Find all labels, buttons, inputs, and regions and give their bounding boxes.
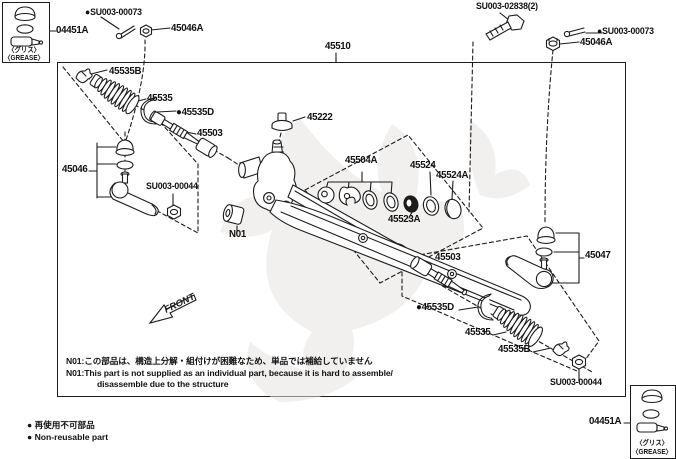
legend-non-reusable-jp: ● 再使用不可部品: [27, 420, 95, 430]
bellows-boot-left: [89, 74, 140, 115]
part-label-45503-left[interactable]: 45503: [197, 128, 223, 139]
cap-45524a: [444, 198, 462, 220]
lock-nut-right-icon: [571, 354, 587, 370]
bushing-45523a: [403, 195, 419, 213]
part-label-45046[interactable]: 45046: [62, 164, 88, 175]
front-label: FRONT: [162, 291, 197, 316]
tie-rod-end-left-group: [109, 139, 159, 217]
lock-nut-left-icon: [166, 204, 182, 220]
grease-items-bottom-right: [636, 389, 669, 433]
steering-gear-housing: [238, 139, 531, 316]
castle-nut-top-right-icon: [545, 36, 561, 52]
part-label-45535d-right[interactable]: ●45535D: [416, 302, 454, 313]
part-label-04451a-top-left[interactable]: 04451A: [56, 25, 89, 36]
cotter-pin-top-right-icon: [563, 27, 586, 38]
boot-clip-right-icon: [477, 293, 494, 321]
grease-items-top-left: [10, 6, 44, 47]
cotter-pin-top-left-icon: [115, 25, 136, 40]
grease-caption-jp-bottom-right: 〈グリス〉: [636, 440, 669, 447]
part-label-45523a[interactable]: 45523A: [388, 214, 421, 225]
bellows-boot-right: [492, 306, 543, 347]
part-label-45046a-top-right[interactable]: 45046A: [580, 37, 613, 48]
part-label-04451a-bottom-right[interactable]: 04451A: [589, 416, 622, 427]
grease-caption-jp-top-left: 〈グリス〉: [8, 47, 41, 54]
note-jp: N01:この部品は、構造上分解・組付けが困難なため、単品では補給していません: [66, 356, 373, 366]
part-label-45535-right[interactable]: 45535: [465, 327, 491, 338]
inner-tie-rod-left: [149, 110, 218, 158]
part-label-45535d-left[interactable]: ●45535D: [176, 107, 214, 118]
part-label-45510[interactable]: 45510: [325, 41, 351, 52]
front-arrow-icon: [148, 294, 197, 324]
ring-icon: [16, 24, 34, 34]
part-label-su003-00044-left[interactable]: SU003-00044: [146, 181, 198, 191]
part-label-su003-00073-top-right[interactable]: ●SU003-00073: [597, 26, 654, 36]
boot-clamp-right-icon: [552, 341, 570, 357]
ring-icon: [642, 409, 660, 419]
part-label-45535b-left[interactable]: 45535B: [109, 66, 142, 77]
note-en-2: disassemble due to the structure: [97, 379, 229, 389]
part-label-45222[interactable]: 45222: [307, 112, 333, 123]
nut-top-left-icon: [139, 24, 153, 38]
ring-icon: [535, 247, 553, 257]
part-label-su003-02838[interactable]: SU003-02838(2): [476, 1, 538, 11]
boot-clamp-left-icon: [75, 68, 93, 84]
part-label-45524[interactable]: 45524: [410, 160, 436, 171]
part-label-45524a[interactable]: 45524A: [436, 170, 469, 181]
part-label-45504a[interactable]: 45504A: [345, 155, 378, 166]
legend-non-reusable-en: ● Non-reusable part: [27, 432, 109, 442]
part-label-45047[interactable]: 45047: [585, 250, 611, 261]
ring-45524: [422, 196, 440, 216]
tie-rod-end-right-group: [505, 226, 556, 290]
part-label-su003-00044-right[interactable]: SU003-00044: [550, 377, 602, 387]
part-label-45503-right[interactable]: 45503: [435, 252, 461, 263]
inner-tie-rod-right: [410, 256, 468, 296]
main-diagram-frame: [57, 62, 626, 397]
mount-bushing-n01: [222, 204, 245, 225]
pinion-cap-icon: [271, 112, 293, 132]
note-en-1: N01:This part is not supplied as an indi…: [66, 368, 393, 378]
part-label-45046a-top-left[interactable]: 45046A: [171, 23, 204, 34]
grease-tube-icon: [636, 422, 658, 433]
grease-box-top-left: [2, 2, 50, 63]
bushing-kit-45504a: [317, 186, 399, 212]
bolt-icon: [485, 14, 525, 41]
part-label-n01[interactable]: N01: [229, 229, 246, 240]
ring-icon: [116, 160, 134, 170]
part-label-su003-00073-top-left[interactable]: ●SU003-00073: [85, 7, 142, 17]
part-label-45535-left[interactable]: 45535: [147, 93, 173, 104]
part-label-45535b-right[interactable]: 45535B: [498, 344, 531, 355]
grease-caption-en-top-left: 〈GREASE〉: [4, 55, 45, 62]
grease-caption-en-bottom-right: 〈GREASE〉: [632, 449, 673, 456]
